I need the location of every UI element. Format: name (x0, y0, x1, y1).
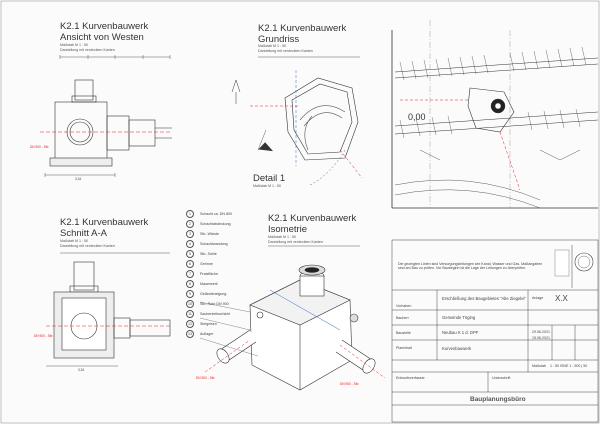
west-view-note: Darstellung mit verdeckten Kanten (60, 48, 115, 52)
iso-view-scale: Maßstab M 1 : 50 (268, 235, 296, 239)
signature-label: Unterschrift (492, 376, 511, 380)
section-view-title: K2.1 Kurvenbauwerk (60, 217, 149, 228)
west-view-drawing (40, 55, 172, 177)
isometric-drawing (199, 245, 386, 391)
plan-view-note: Darstellung mit verdeckten Kanten (258, 49, 313, 53)
site-plan-drawing (391, 20, 599, 209)
section-view-subtitle: Schnitt A-A (60, 228, 107, 239)
pipe-label-west: DN 900 - Stb (30, 145, 49, 149)
pipe-label-section: DN 900 - Stb (34, 334, 53, 338)
plan-view-drawing (231, 56, 363, 186)
plan-view-subtitle: Grundriss (258, 34, 300, 45)
titleblock-frame (391, 239, 599, 423)
pipe-label-iso-left: DN 900 - Stb (196, 376, 215, 380)
project-label: Vorhaben (396, 304, 412, 308)
client-label: Bauherr (396, 316, 409, 320)
firm-name: Bauplanungsbüro (470, 396, 526, 403)
dimension-west: 3,34 (75, 177, 82, 181)
project-name: Erschließung des Baugebietes "Alte Ziege… (442, 296, 526, 301)
site-label: Baustelle (396, 331, 411, 335)
date-2: 15.06.2021 (532, 336, 550, 340)
plan-number: X.X (555, 294, 568, 303)
scale-value: 1 : 50 ISNE 1 : 500 | 50 (550, 364, 588, 368)
west-view-title: K2.1 Kurvenbauwerk (60, 21, 149, 32)
section-view-drawing (46, 252, 171, 367)
seal-stamp (574, 252, 594, 272)
iso-view-subtitle: Isometrie (268, 224, 308, 235)
west-view-subtitle: Ansicht von Westen (60, 32, 144, 43)
dimension-section: 3,34 (78, 368, 85, 372)
client-name: Gemeinde Töging (442, 315, 476, 320)
detail-title: Detail 1 (253, 173, 286, 184)
titleblock-notice: Die gezeigten Linien sind Versorgungslei… (398, 262, 543, 271)
site-level-label: 0,00 (408, 112, 426, 122)
plan-view-scale: Maßstab M 1 : 50 (258, 44, 286, 48)
plan-view-title: K2.1 Kurvenbauwerk (258, 23, 347, 34)
section-view-scale: Maßstab M 1 : 50 (60, 239, 88, 243)
site-name: Neubau K 1 d. DPF (442, 330, 479, 335)
approved-label: Entwurfsverfasser (396, 376, 425, 380)
iso-view-title: K2.1 Kurvenbauwerk (268, 213, 357, 224)
iso-view-note: Darstellung mit verdeckten Kanten (268, 240, 323, 244)
pipe-label-iso-right: DN 900 - Stb (340, 382, 359, 386)
plan-number-label: Anlage (532, 296, 544, 300)
drawing-name: Kurvenbauwerk (442, 346, 472, 351)
section-view-note: Darstellung mit verdeckten Kanten (60, 244, 115, 248)
date-1: 29.06.2021 (532, 330, 550, 334)
scale-label: Maßstab (532, 364, 546, 368)
west-view-scale: Maßstab M 1 : 50 (60, 43, 88, 47)
logo-box (554, 249, 570, 277)
detail-scale: Maßstab M 1 : 50 (253, 184, 281, 188)
drawing-label: Planinhalt (396, 346, 412, 350)
